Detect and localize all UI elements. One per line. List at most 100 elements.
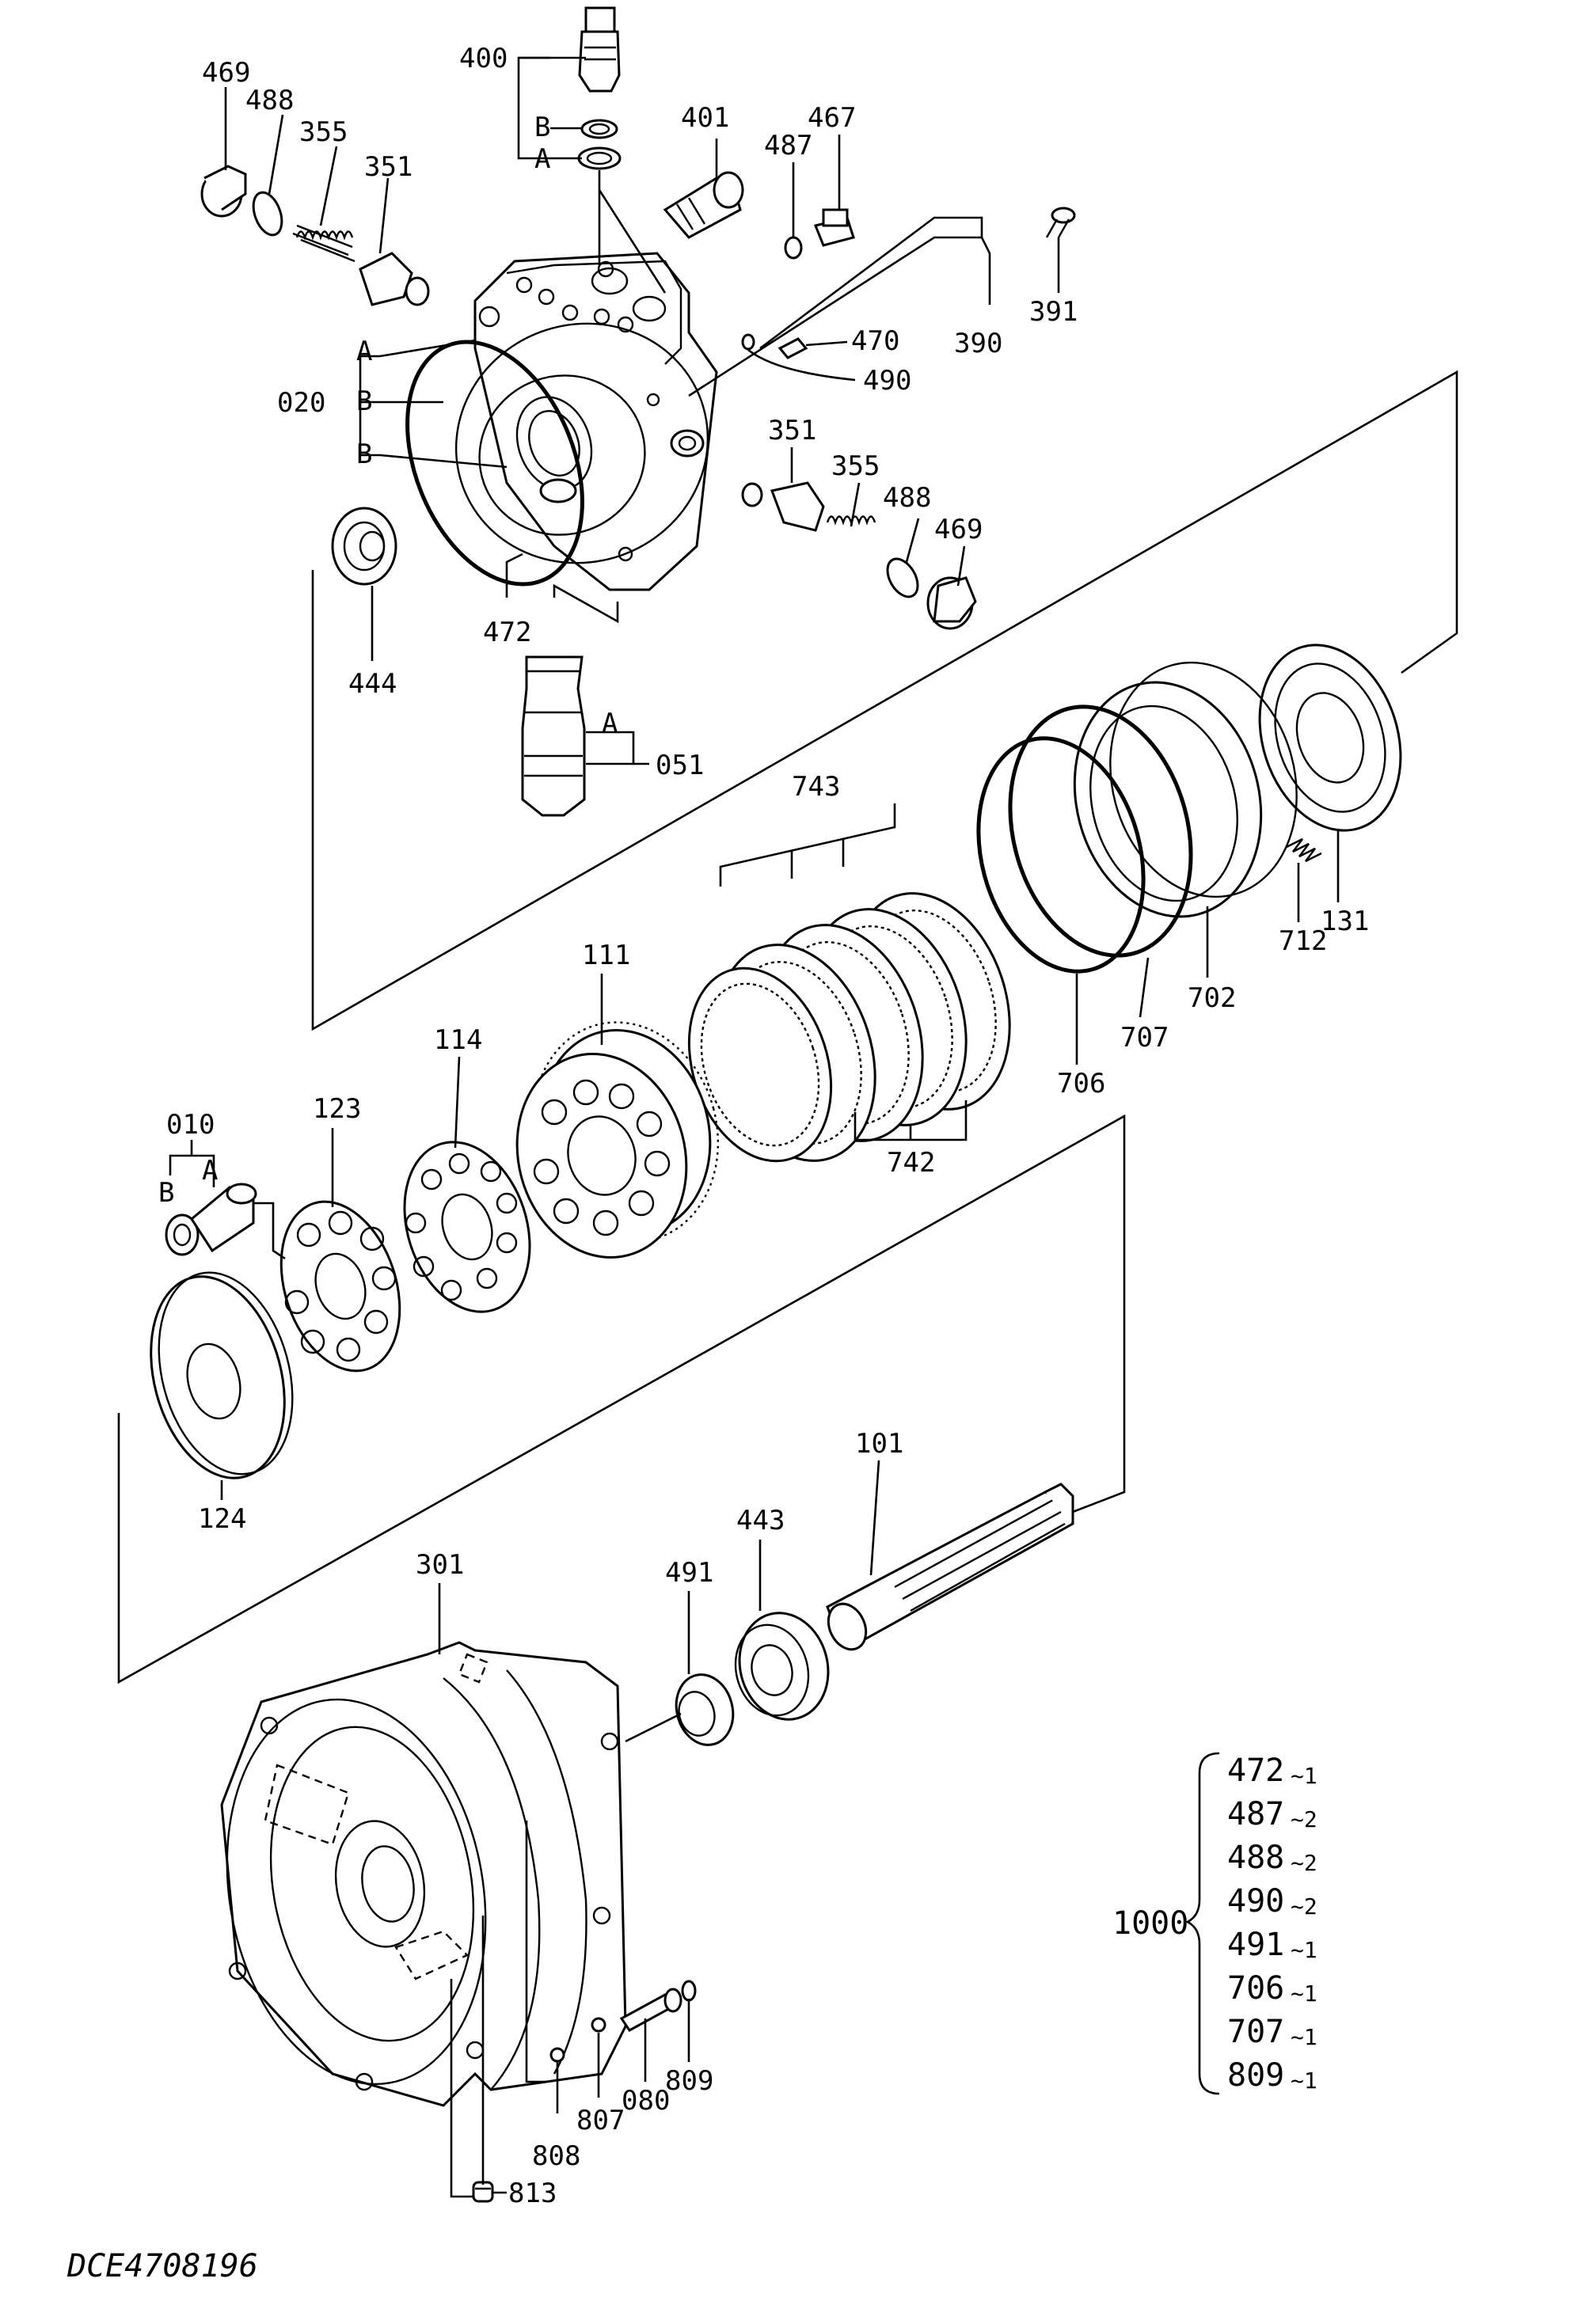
part-712-spring: [1286, 837, 1322, 863]
label-491: 491: [665, 1557, 713, 1589]
right-relief-parts: [741, 481, 977, 630]
label-469-right: 469: [934, 514, 983, 545]
head-assembly: [454, 252, 718, 591]
label-743: 743: [792, 771, 840, 803]
kit-item: 490 ~2: [1227, 1883, 1317, 1920]
label-020-a: A: [356, 336, 372, 367]
part-131-valve-plate: [1258, 644, 1402, 832]
label-400: 400: [459, 43, 508, 74]
left-relief-parts: [200, 165, 430, 306]
part-491-seal: [675, 1673, 735, 1746]
label-808: 808: [532, 2140, 580, 2172]
part-111-cylinder-block: [515, 1021, 720, 1259]
leader-lines: [117, 56, 1458, 2198]
part-124-swash-plate: [150, 1271, 294, 1479]
part-400-valve: [577, 6, 622, 170]
label-467: 467: [808, 102, 856, 134]
label-101: 101: [855, 1428, 903, 1460]
label-742: 742: [887, 1147, 935, 1179]
part-114-plate: [403, 1141, 531, 1313]
o-ring-487: [784, 236, 803, 260]
svg-text:~2: ~2: [1291, 1850, 1317, 1876]
svg-text:487: 487: [1227, 1796, 1284, 1832]
svg-text:~1: ~1: [1291, 1980, 1317, 2007]
drawing-code: DCE4708196: [67, 2248, 258, 2284]
kit-item: 706 ~1: [1227, 1970, 1317, 2007]
svg-text:~1: ~1: [1291, 2068, 1317, 2094]
kit-item: 809 ~1: [1227, 2057, 1317, 2094]
part-467-plug: [813, 208, 855, 247]
label-051-a: A: [602, 708, 618, 739]
label-488-top: 488: [245, 85, 294, 116]
label-355-right: 355: [831, 450, 880, 482]
part-391-bolt: [1045, 207, 1076, 238]
part-444-bearing: [331, 507, 397, 586]
label-111: 111: [582, 940, 630, 971]
svg-text:472: 472: [1227, 1752, 1284, 1789]
label-470: 470: [851, 325, 899, 357]
svg-text:~2: ~2: [1291, 1893, 1317, 1920]
kit-item: 487 ~2: [1227, 1796, 1317, 1832]
svg-text:491: 491: [1227, 1927, 1284, 1963]
part-123-plate: [279, 1200, 401, 1373]
label-080: 080: [622, 2085, 670, 2117]
label-301: 301: [416, 1549, 464, 1581]
part-051-valve: [521, 655, 586, 817]
part-702-piston: [1073, 661, 1298, 918]
svg-text:~1: ~1: [1291, 1763, 1317, 1789]
label-443: 443: [736, 1505, 785, 1536]
label-020-b1: B: [356, 385, 372, 417]
svg-text:706: 706: [1227, 1970, 1284, 2007]
svg-text:~1: ~1: [1291, 1937, 1317, 1963]
part-080-group: [549, 1980, 697, 2063]
label-809: 809: [665, 2065, 713, 2097]
o-ring-706: [976, 736, 1146, 974]
label-707: 707: [1120, 1022, 1169, 1054]
part-401-plug: [663, 171, 744, 239]
part-301-casing: [220, 1641, 627, 2107]
kit-1000-list: 1000 472 ~1 487 ~2 488 ~2 490 ~2 491 ~1 …: [1112, 1752, 1317, 2094]
label-051: 051: [656, 750, 704, 781]
label-400-b: B: [534, 112, 550, 143]
svg-text:490: 490: [1227, 1883, 1284, 1920]
label-351-top: 351: [364, 151, 413, 183]
label-400-a: A: [534, 143, 550, 175]
label-706: 706: [1057, 1068, 1105, 1099]
label-355-top: 355: [299, 116, 348, 148]
label-351-right: 351: [768, 415, 816, 446]
label-444: 444: [348, 668, 397, 700]
svg-text:~2: ~2: [1291, 1806, 1317, 1832]
kit-item: 488 ~2: [1227, 1840, 1317, 1876]
kit-label: 1000: [1112, 1905, 1188, 1942]
label-391: 391: [1029, 296, 1078, 328]
label-469-top: 469: [202, 57, 250, 89]
label-114: 114: [434, 1024, 482, 1056]
kit-item: 472 ~1: [1227, 1752, 1317, 1789]
label-807: 807: [576, 2105, 625, 2136]
kit-item: 707 ~1: [1227, 2014, 1317, 2050]
part-443-bearing: [734, 1612, 830, 1721]
part-813-plug: [472, 2181, 494, 2203]
label-123: 123: [313, 1093, 361, 1125]
label-488-right: 488: [883, 482, 931, 514]
kit-item: 491 ~1: [1227, 1927, 1317, 1963]
label-472: 472: [483, 617, 531, 648]
label-487: 487: [764, 130, 812, 161]
label-131: 131: [1321, 906, 1369, 937]
part-101-shaft: [826, 1483, 1074, 1651]
label-010-b: B: [158, 1177, 174, 1209]
svg-text:809: 809: [1227, 2057, 1284, 2094]
label-020: 020: [277, 387, 325, 419]
svg-text:~1: ~1: [1291, 2024, 1317, 2050]
svg-text:488: 488: [1227, 1840, 1284, 1876]
label-702: 702: [1188, 982, 1236, 1014]
part-number-labels: 469 488 355 351 400 B A 401 487 467 391 …: [158, 43, 1369, 2209]
label-010: 010: [166, 1109, 215, 1141]
label-712: 712: [1279, 925, 1327, 957]
label-401: 401: [681, 102, 729, 134]
label-010-a: A: [202, 1155, 218, 1187]
label-020-b2: B: [356, 439, 372, 470]
label-124: 124: [198, 1503, 246, 1535]
label-813: 813: [508, 2178, 557, 2209]
